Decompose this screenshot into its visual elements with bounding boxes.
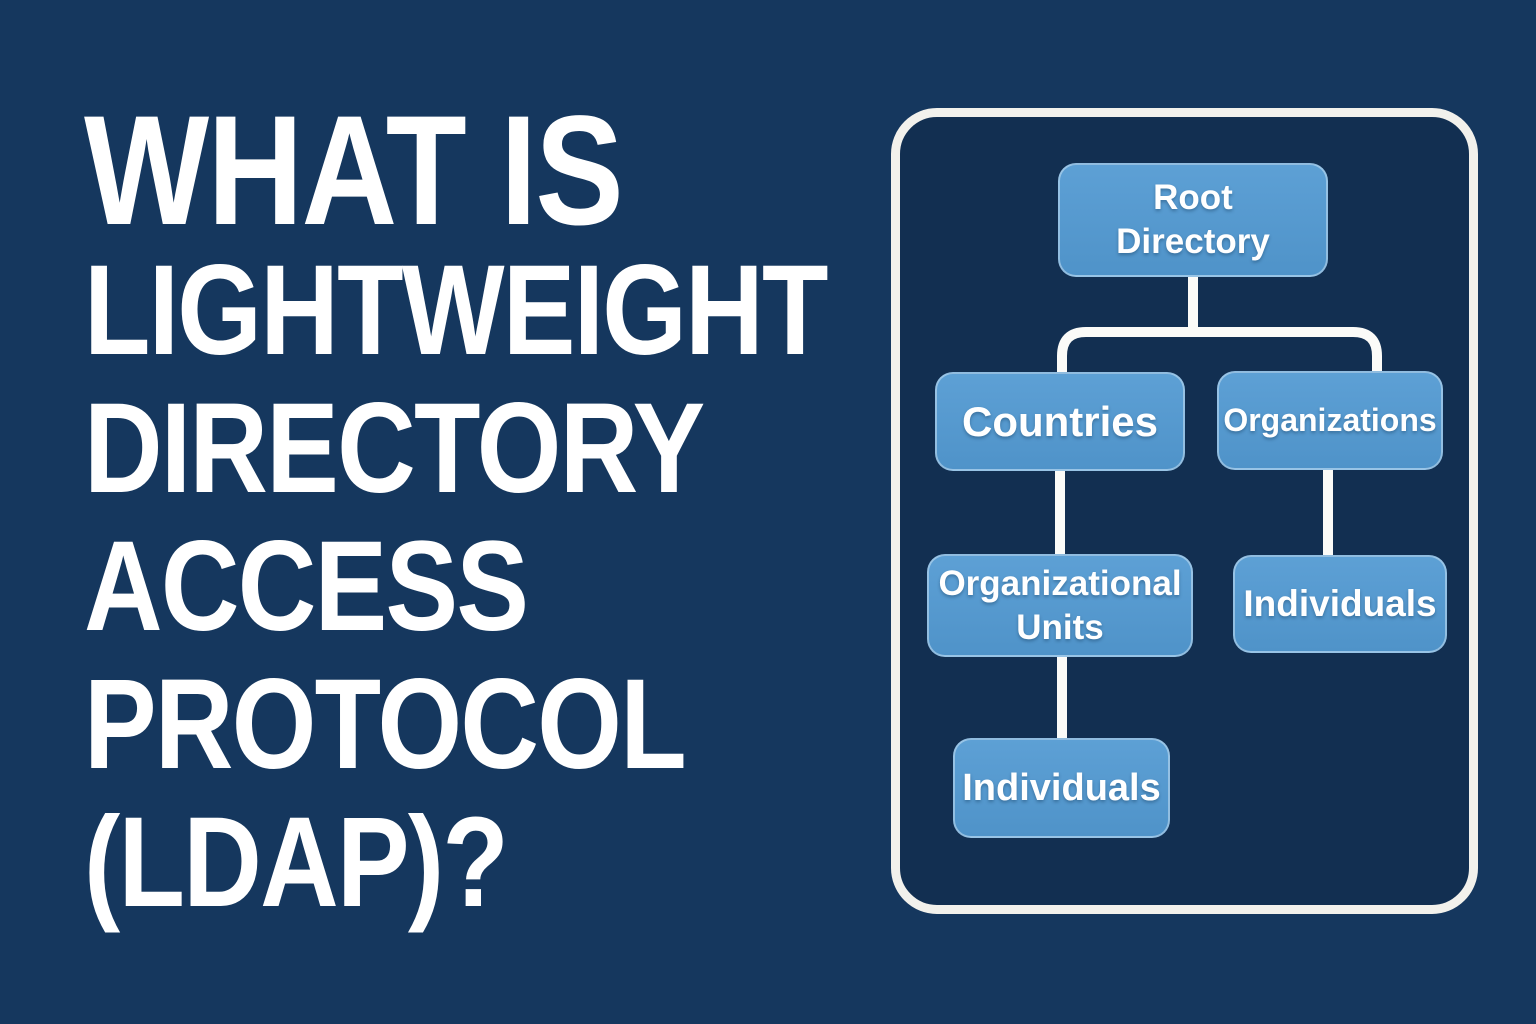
node-countries-label: Countries [961,397,1158,445]
headline-line-1: WHAT IS [84,84,624,258]
node-individuals-left-label: Individuals [962,766,1161,809]
node-individuals-right-label: Individuals [1243,583,1437,624]
node-root-directory-label-line-1: Root [1153,178,1233,217]
headline-line-3: DIRECTORY [84,377,705,520]
node-organizational-units: Organizational Units [927,554,1193,657]
node-organizational-units-label-line-1: Organizational [938,563,1182,603]
headline-line-4: ACCESS [84,515,529,658]
node-organizations-label: Organizations [1223,402,1437,438]
node-individuals-under-organizations: Individuals [1233,555,1447,653]
node-organizations: Organizations [1217,371,1443,470]
node-individuals-under-org-units: Individuals [953,738,1170,838]
node-root-directory-label-line-2: Directory [1116,222,1270,261]
node-countries: Countries [935,372,1185,471]
headline-line-5: PROTOCOL [84,653,687,796]
headline-line-2: LIGHTWEIGHT [84,239,828,382]
headline: WHAT IS LIGHTWEIGHT DIRECTORY ACCESS PRO… [84,84,958,934]
node-root-directory: Root Directory [1058,163,1328,277]
headline-line-6: (LDAP)? [84,791,509,934]
node-organizational-units-label-line-2: Units [1016,607,1104,647]
